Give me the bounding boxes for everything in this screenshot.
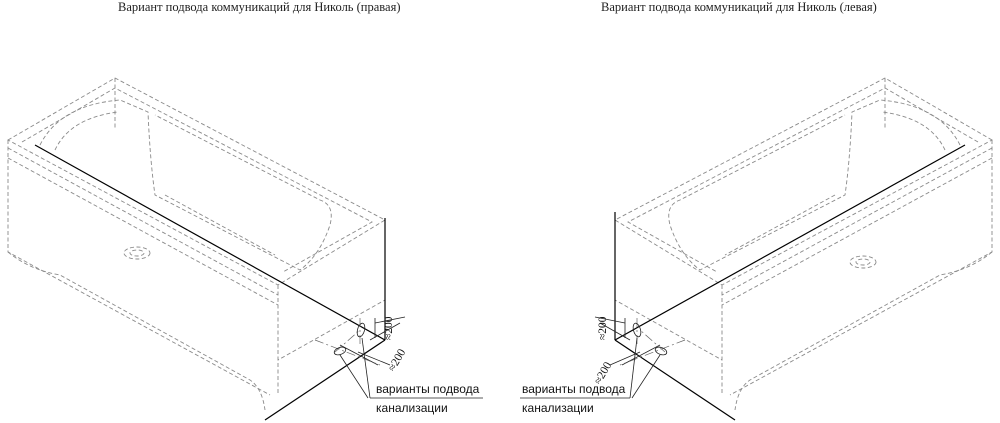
title-right-variant: Вариант подвода коммуникаций для Николь … bbox=[118, 0, 401, 14]
drain-note-line2-right: канализации bbox=[376, 401, 448, 415]
drain-note-line2-left: канализации bbox=[522, 401, 594, 415]
drain-note-line1-left: варианты подвода bbox=[522, 382, 626, 396]
bathtub-right-drawing: ≈200 ≈200 bbox=[7, 77, 483, 421]
bathtub-left-drawing: ≈200 ≈200 bbox=[520, 77, 993, 421]
dim-text-vertical-right: ≈200 bbox=[383, 316, 395, 340]
title-left-variant: Вариант подвода коммуникаций для Николь … bbox=[601, 0, 877, 14]
dim-text-horizontal-right: ≈200 bbox=[386, 347, 408, 374]
dim-text-vertical-left: ≈200 bbox=[597, 316, 609, 340]
drain-note-line1-right: варианты подвода bbox=[376, 382, 480, 396]
